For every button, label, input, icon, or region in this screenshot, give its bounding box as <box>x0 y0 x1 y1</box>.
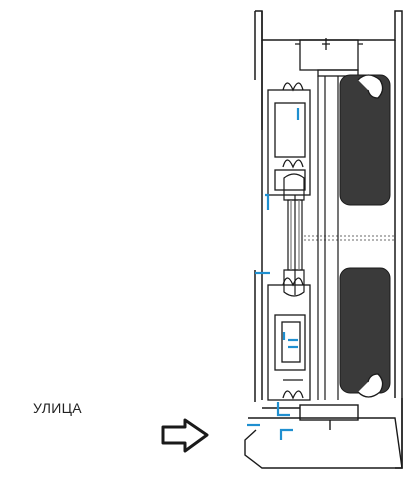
arrow-right-outline-icon <box>161 418 209 453</box>
outside-label: УЛИЦА <box>33 400 82 416</box>
top-cap <box>295 38 363 77</box>
insulation-panels <box>339 74 391 394</box>
glazing-unit <box>255 173 395 297</box>
sash-lower <box>267 277 311 401</box>
bottom-sill <box>244 402 403 469</box>
outer-frame <box>254 10 403 469</box>
inner-rail <box>317 76 339 400</box>
sash-upper <box>265 82 311 210</box>
right-hooks <box>357 74 384 398</box>
